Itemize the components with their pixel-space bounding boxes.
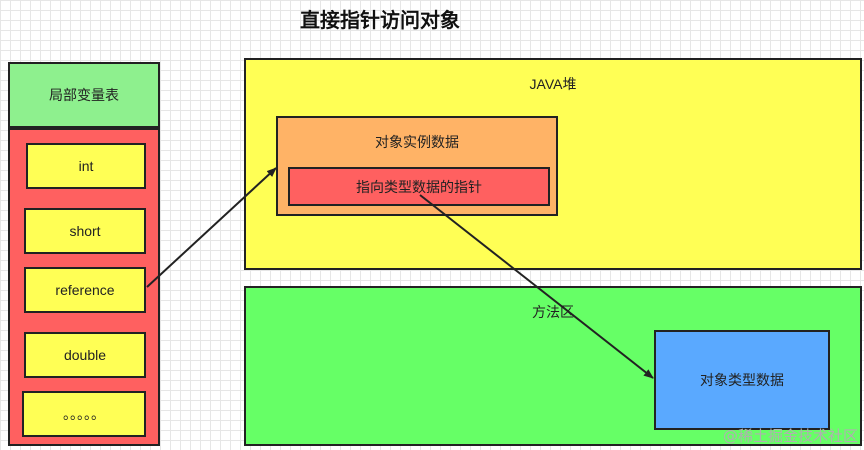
slot-double: double (24, 332, 146, 378)
local-variable-table-header: 局部变量表 (8, 62, 160, 128)
pointer-to-type-data-arrow (419, 194, 654, 379)
reference-to-instance-arrow (146, 167, 277, 288)
page-title: 直接指针访问对象 (300, 8, 460, 32)
watermark: @稀土掘金技术社区 (722, 427, 858, 445)
slot-ellipsis: 。。。。。 (22, 391, 146, 437)
object-type-data: 对象类型数据 (654, 330, 830, 430)
type-data-pointer: 指向类型数据的指针 (288, 167, 550, 206)
slot-reference: reference (24, 267, 146, 313)
slot-short: short (24, 208, 146, 254)
slot-int: int (26, 143, 146, 189)
